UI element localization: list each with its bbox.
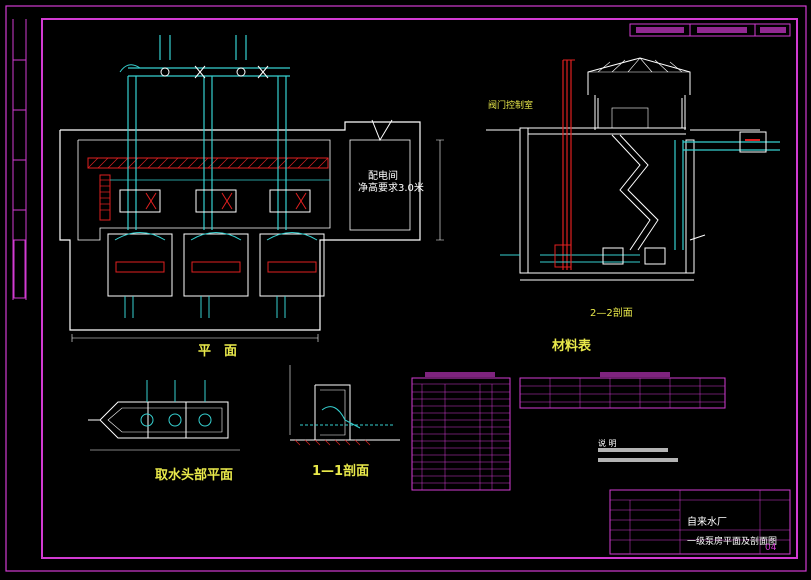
title-block [609,489,791,555]
sheet-title: 一级泵房平面及剖面图 [687,537,778,547]
distribution-room-label: 配电间 [368,171,398,182]
plan-title: 平 面 [198,344,238,359]
section-1-1 [289,365,400,446]
parameters-table [519,372,726,409]
section-2-2 [486,57,780,281]
plan-view [59,35,444,342]
top-title-strip [629,23,791,37]
materials-title: 材料表 [552,339,592,354]
section-2-2-title: 2—2剖面 [590,308,633,319]
inner-frame [41,18,798,559]
section-1-1-title: 1—1剖面 [312,464,370,479]
notes-block [598,448,678,462]
notes-heading: 说 明 [598,439,617,448]
sheet-number: 04 [765,543,777,553]
floor-height-label: 净高要求3.0米 [358,183,424,194]
intake-plan-title: 取水头部平面 [155,468,234,483]
binding-strip [12,19,27,300]
valve-room-label: 阀门控制室 [488,101,534,111]
outer-frame [5,5,807,572]
equipment-table [411,372,511,491]
plant-name: 自来水厂 [687,517,727,528]
intake-head-plan [88,380,240,451]
